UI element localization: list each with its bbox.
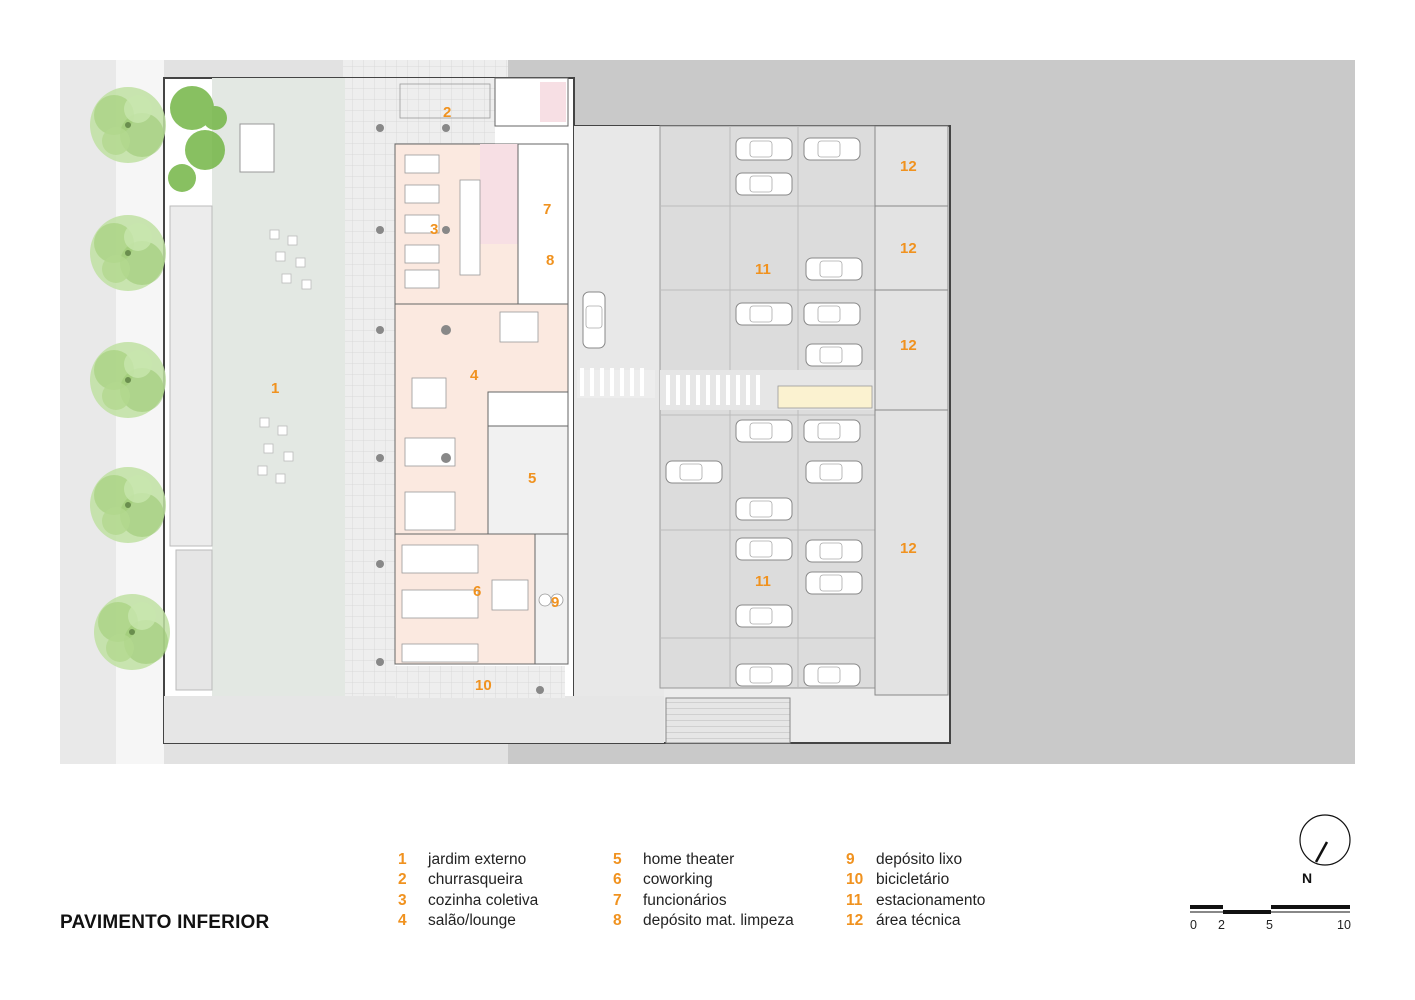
legend-item: 5 home theater [613, 850, 794, 870]
legend-number: 9 [846, 851, 855, 868]
legend-column-3: 9 depósito lixo 10 bicicletário 11 estacion… [846, 850, 985, 931]
scale-tick-label: 2 [1218, 918, 1225, 932]
legend-item: 6 coworking [613, 870, 794, 890]
garden-area [168, 78, 345, 696]
plan-label: 3 [430, 221, 438, 238]
scale-bar [1190, 905, 1350, 914]
plan-label: 8 [546, 252, 554, 269]
page-title: PAVIMENTO INFERIOR [60, 912, 270, 933]
plan-label: 11 [755, 261, 771, 278]
scale-tick-label: 5 [1266, 918, 1273, 932]
legend-column-2: 5 home theater 6 coworking 7 funcionários 8… [613, 850, 794, 931]
legend-label: coworking [643, 871, 713, 889]
legend-label: jardim externo [428, 851, 527, 868]
legend-item: 3 cozinha coletiva [398, 891, 538, 911]
north-label: N [1302, 870, 1313, 886]
legend-item: 9 depósito lixo [846, 850, 985, 870]
legend-label: home theater [643, 851, 735, 868]
north-arrow-icon [1299, 814, 1351, 866]
plan-label: 12 [900, 540, 917, 557]
legend-number: 8 [613, 911, 622, 929]
legend-number: 7 [613, 891, 622, 909]
legend-number: 3 [398, 891, 407, 909]
legend-number: 2 [398, 871, 407, 889]
room-labels: 1 2 3 4 5 6 7 8 9 10 11 11 12 12 12 12 [271, 104, 917, 694]
legend-item: 7 funcionários [613, 891, 794, 911]
scale-tick-label: 0 [1190, 918, 1197, 932]
legend-item: 10 bicicletário [846, 870, 985, 890]
plan-label: 12 [900, 337, 917, 354]
plan-label: 9 [551, 594, 559, 611]
plan-label: 2 [443, 104, 451, 121]
legend-label: depósito mat. limpeza [643, 911, 794, 929]
legend-item: 4 salão/lounge [398, 911, 538, 931]
legend-item: 1 jardim externo [398, 850, 538, 870]
terrace-paving [345, 78, 565, 698]
plan-label: 12 [900, 158, 917, 175]
plan-label: 11 [755, 573, 771, 590]
scale-tick-label: 10 [1337, 918, 1351, 932]
legend-item: 8 depósito mat. limpeza [613, 911, 794, 931]
legend-number: 6 [613, 871, 622, 889]
parking-area [577, 125, 949, 744]
legend-number: 10 [846, 871, 864, 889]
legend-label: cozinha coletiva [428, 891, 539, 909]
legend-label: salão/lounge [428, 911, 516, 929]
legend-label: churrasqueira [428, 871, 523, 889]
legend-label: estacionamento [876, 891, 986, 909]
legend-label: bicicletário [876, 871, 950, 889]
legend-item: 2 churrasqueira [398, 870, 538, 890]
plan-label: 4 [470, 367, 479, 384]
legend-number: 4 [398, 911, 407, 929]
legend-number: 11 [846, 891, 863, 909]
legend-number: 1 [398, 851, 407, 868]
plan-label: 1 [271, 380, 279, 397]
legend-number: 12 [846, 911, 864, 929]
plan-label: 10 [475, 677, 492, 694]
legend-number: 5 [613, 851, 622, 868]
technical-rooms [874, 125, 949, 696]
legend-column-1: 1 jardim externo 2 churrasqueira 3 cozinha … [398, 850, 538, 931]
plan-label: 7 [543, 201, 551, 218]
plan-label: 12 [900, 240, 917, 257]
plan-label: 5 [528, 470, 536, 487]
legend-item: 11 estacionamento [846, 891, 985, 911]
legend-label: depósito lixo [876, 851, 963, 868]
legend-label: área técnica [876, 911, 961, 929]
plan-label: 6 [473, 583, 481, 600]
furniture [401, 154, 564, 663]
legend-item: 12 área técnica [846, 911, 985, 931]
columns [376, 124, 544, 694]
legend-label: funcionários [643, 891, 727, 909]
